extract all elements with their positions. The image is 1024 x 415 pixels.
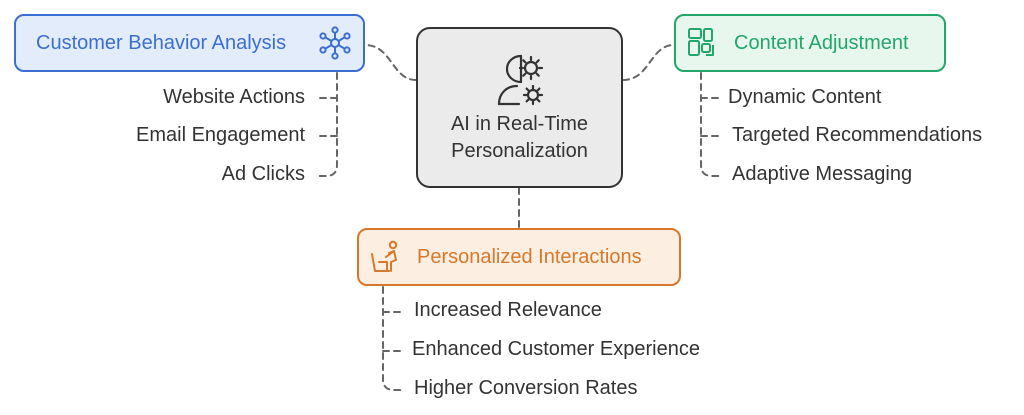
content-adjustment-node: Content Adjustment: [674, 14, 946, 72]
leaf-targeted-recommendations: Targeted Recommendations: [732, 124, 983, 146]
center-label-line1: AI in Real-Time: [450, 113, 589, 135]
personalized-interactions-title: Personalized Interactions: [417, 245, 642, 268]
leaf-enhanced-customer-experience: Enhanced Customer Experience: [412, 338, 700, 360]
center-node: AI in Real-Time Personalization: [416, 27, 623, 188]
connector-center-to-customer-behavior: [364, 44, 417, 81]
personalized-interactions-node: Personalized Interactions: [357, 228, 681, 286]
leaf-increased-relevance: Increased Relevance: [414, 299, 602, 321]
center-label-line2: Personalization: [451, 140, 588, 162]
leaf-email-engagement: Email Engagement: [136, 124, 305, 146]
network-nodes-icon: [319, 26, 351, 60]
person-gear-icon: [497, 54, 544, 106]
person-at-desk-icon: [371, 240, 398, 272]
customer-behavior-title: Customer Behavior Analysis: [36, 31, 287, 54]
connector-customer-trunk: [317, 72, 338, 177]
content-adjustment-title: Content Adjustment: [734, 31, 909, 54]
center-label: AI in Real-Time Personalization: [418, 111, 621, 165]
connector-center-to-content-adjustment: [622, 44, 675, 81]
customer-behavior-node: Customer Behavior Analysis: [14, 14, 365, 72]
connector-personalized-trunk: [382, 286, 403, 391]
layout-tiles-icon: [688, 28, 714, 56]
leaf-higher-conversion-rates: Higher Conversion Rates: [414, 377, 638, 399]
leaf-dynamic-content: Dynamic Content: [728, 86, 882, 108]
connector-content-trunk: [700, 72, 721, 177]
leaf-ad-clicks: Ad Clicks: [221, 163, 305, 185]
leaf-adaptive-messaging: Adaptive Messaging: [732, 163, 913, 185]
leaf-website-actions: Website Actions: [163, 86, 305, 108]
